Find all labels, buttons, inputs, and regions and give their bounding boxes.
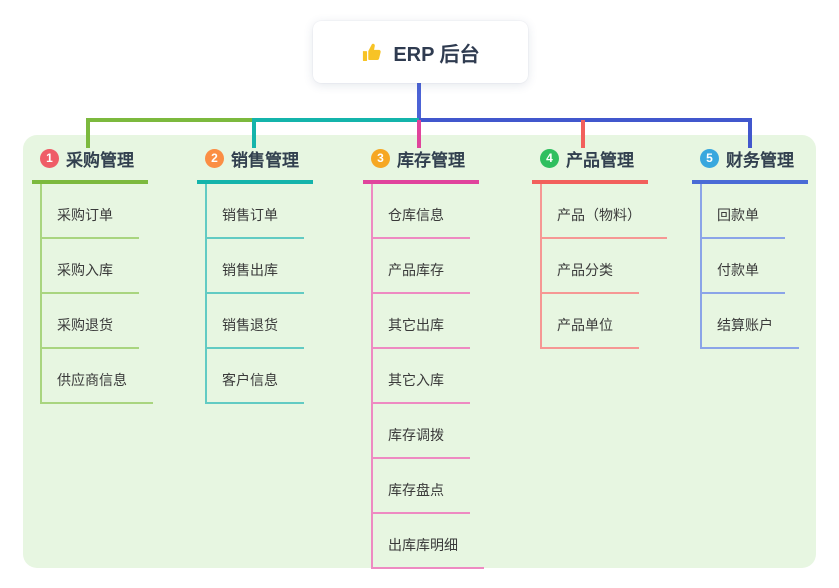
child-node[interactable]: 结算账户 [702, 294, 808, 349]
child-node[interactable]: 客户信息 [207, 349, 313, 404]
branch-children: 产品（物料） 产品分类 产品单位 [540, 184, 667, 349]
child-node-label: 采购退货 [42, 315, 139, 349]
child-node-label: 其它出库 [373, 315, 470, 349]
child-node[interactable]: 采购退货 [42, 294, 153, 349]
child-node[interactable]: 供应商信息 [42, 349, 153, 404]
branch-product: 4 产品管理 产品（物料） 产品分类 产品单位 [532, 146, 667, 349]
child-node-label: 回款单 [702, 205, 785, 239]
branch-purchase: 1 采购管理 采购订单 采购入库 采购退货 供应商信息 [32, 146, 153, 404]
branch-title: 财务管理 [726, 151, 794, 170]
mindmap-background-panel [23, 135, 816, 568]
branch-purchase-header[interactable]: 1 采购管理 [32, 146, 148, 184]
root-node-title: ERP 后台 [393, 43, 480, 66]
child-node[interactable]: 回款单 [702, 184, 808, 239]
branch-index-badge: 1 [40, 149, 59, 168]
branch-children: 销售订单 销售出库 销售退货 客户信息 [205, 184, 313, 404]
child-node-label: 付款单 [702, 260, 785, 294]
child-node[interactable]: 产品库存 [373, 239, 484, 294]
branch-product-header[interactable]: 4 产品管理 [532, 146, 648, 184]
branch-index-badge: 2 [205, 149, 224, 168]
branch-index-badge: 5 [700, 149, 719, 168]
child-node[interactable]: 其它出库 [373, 294, 484, 349]
child-node[interactable]: 销售订单 [207, 184, 313, 239]
child-node-label: 库存盘点 [373, 480, 470, 514]
branch-children: 采购订单 采购入库 采购退货 供应商信息 [40, 184, 153, 404]
child-node[interactable]: 出库库明细 [373, 514, 484, 569]
child-node[interactable]: 采购订单 [42, 184, 153, 239]
child-node[interactable]: 库存调拨 [373, 404, 484, 459]
branch-sales: 2 销售管理 销售订单 销售出库 销售退货 客户信息 [197, 146, 313, 404]
child-node-label: 销售出库 [207, 260, 304, 294]
branch-title: 销售管理 [231, 151, 299, 170]
thumbs-up-icon [363, 43, 382, 61]
child-node-label: 产品分类 [542, 260, 639, 294]
branch-index-badge: 3 [371, 149, 390, 168]
child-node-label: 采购订单 [42, 205, 139, 239]
child-node-label: 产品单位 [542, 315, 639, 349]
root-node[interactable]: ERP 后台 [313, 21, 528, 83]
child-node-label: 其它入库 [373, 370, 470, 404]
child-node-label: 客户信息 [207, 370, 304, 404]
branch-title: 采购管理 [66, 151, 134, 170]
branch-inventory: 3 库存管理 仓库信息 产品库存 其它出库 其它入库 库存调拨 库存盘点 出库库… [363, 146, 484, 569]
branch-title: 产品管理 [566, 151, 634, 170]
child-node-label: 采购入库 [42, 260, 139, 294]
branch-finance: 5 财务管理 回款单 付款单 结算账户 [692, 146, 808, 349]
branch-sales-header[interactable]: 2 销售管理 [197, 146, 313, 184]
branch-index-badge: 4 [540, 149, 559, 168]
child-node-label: 销售退货 [207, 315, 304, 349]
child-node[interactable]: 销售退货 [207, 294, 313, 349]
child-node[interactable]: 其它入库 [373, 349, 484, 404]
child-node-label: 供应商信息 [42, 370, 153, 404]
child-node[interactable]: 付款单 [702, 239, 808, 294]
branch-children: 回款单 付款单 结算账户 [700, 184, 808, 349]
child-node-label: 出库库明细 [373, 535, 484, 569]
child-node[interactable]: 产品单位 [542, 294, 667, 349]
branch-inventory-header[interactable]: 3 库存管理 [363, 146, 479, 184]
child-node-label: 库存调拨 [373, 425, 470, 459]
child-node[interactable]: 采购入库 [42, 239, 153, 294]
child-node[interactable]: 产品（物料） [542, 184, 667, 239]
child-node-label: 销售订单 [207, 205, 304, 239]
branch-title: 库存管理 [397, 151, 465, 170]
child-node[interactable]: 产品分类 [542, 239, 667, 294]
child-node[interactable]: 销售出库 [207, 239, 313, 294]
child-node-label: 产品库存 [373, 260, 470, 294]
branch-children: 仓库信息 产品库存 其它出库 其它入库 库存调拨 库存盘点 出库库明细 [371, 184, 484, 569]
child-node[interactable]: 仓库信息 [373, 184, 484, 239]
child-node-label: 产品（物料） [542, 205, 667, 239]
child-node[interactable]: 库存盘点 [373, 459, 484, 514]
child-node-label: 仓库信息 [373, 205, 470, 239]
branch-finance-header[interactable]: 5 财务管理 [692, 146, 808, 184]
child-node-label: 结算账户 [702, 315, 799, 349]
